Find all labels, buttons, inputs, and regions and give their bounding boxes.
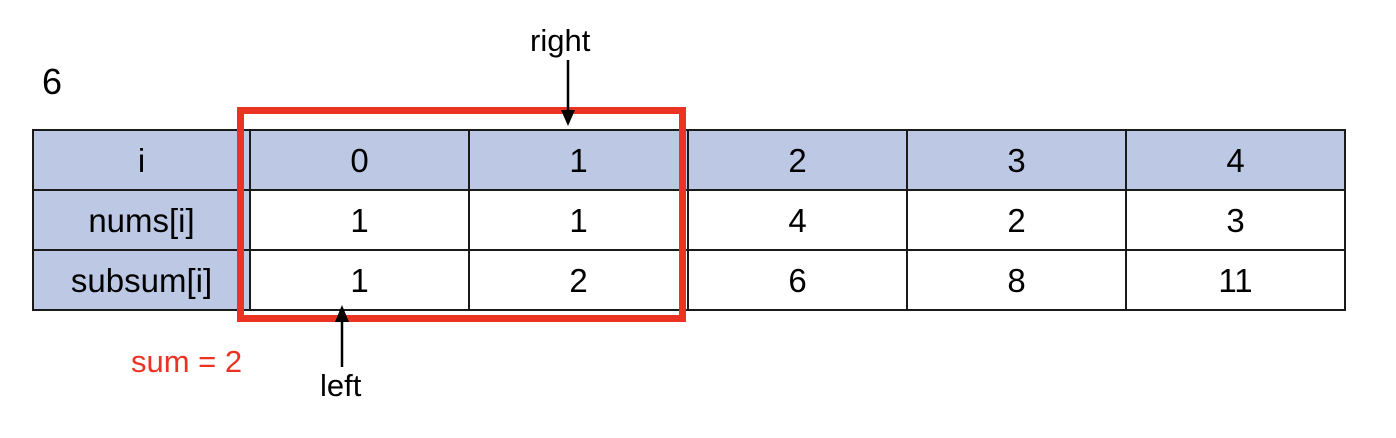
table-row: subsum[i] 1 2 6 8 11 <box>32 249 1346 311</box>
right-pointer-label: right <box>530 23 591 58</box>
cell-subsum-4: 11 <box>1125 249 1346 311</box>
table-row: nums[i] 1 1 4 2 3 <box>32 189 1346 251</box>
table-grid: i 0 1 2 3 4 nums[i] 1 1 4 2 3 subsum[i] … <box>32 129 1346 311</box>
cell-i-1: 1 <box>468 129 689 191</box>
row-label-i: i <box>32 129 251 191</box>
index-table: i 0 1 2 3 4 nums[i] 1 1 4 2 3 subsum[i] … <box>32 129 1346 311</box>
table-row: i 0 1 2 3 4 <box>32 129 1346 191</box>
cell-subsum-2: 6 <box>687 249 908 311</box>
row-label-subsum: subsum[i] <box>32 249 251 311</box>
cell-nums-4: 3 <box>1125 189 1346 251</box>
left-pointer-arrow-icon <box>335 305 349 367</box>
cell-nums-2: 4 <box>687 189 908 251</box>
cell-subsum-0: 1 <box>249 249 470 311</box>
cell-subsum-1: 2 <box>468 249 689 311</box>
cell-i-4: 4 <box>1125 129 1346 191</box>
left-pointer-label: left <box>320 368 362 403</box>
cell-subsum-3: 8 <box>906 249 1127 311</box>
cell-i-0: 0 <box>249 129 470 191</box>
cell-nums-3: 2 <box>906 189 1127 251</box>
row-label-nums: nums[i] <box>32 189 251 251</box>
top-value-label: 6 <box>42 61 63 102</box>
cell-nums-1: 1 <box>468 189 689 251</box>
sum-annotation: sum = 2 <box>131 344 243 379</box>
right-pointer-arrow-icon <box>561 60 575 126</box>
cell-nums-0: 1 <box>249 189 470 251</box>
cell-i-3: 3 <box>906 129 1127 191</box>
cell-i-2: 2 <box>687 129 908 191</box>
